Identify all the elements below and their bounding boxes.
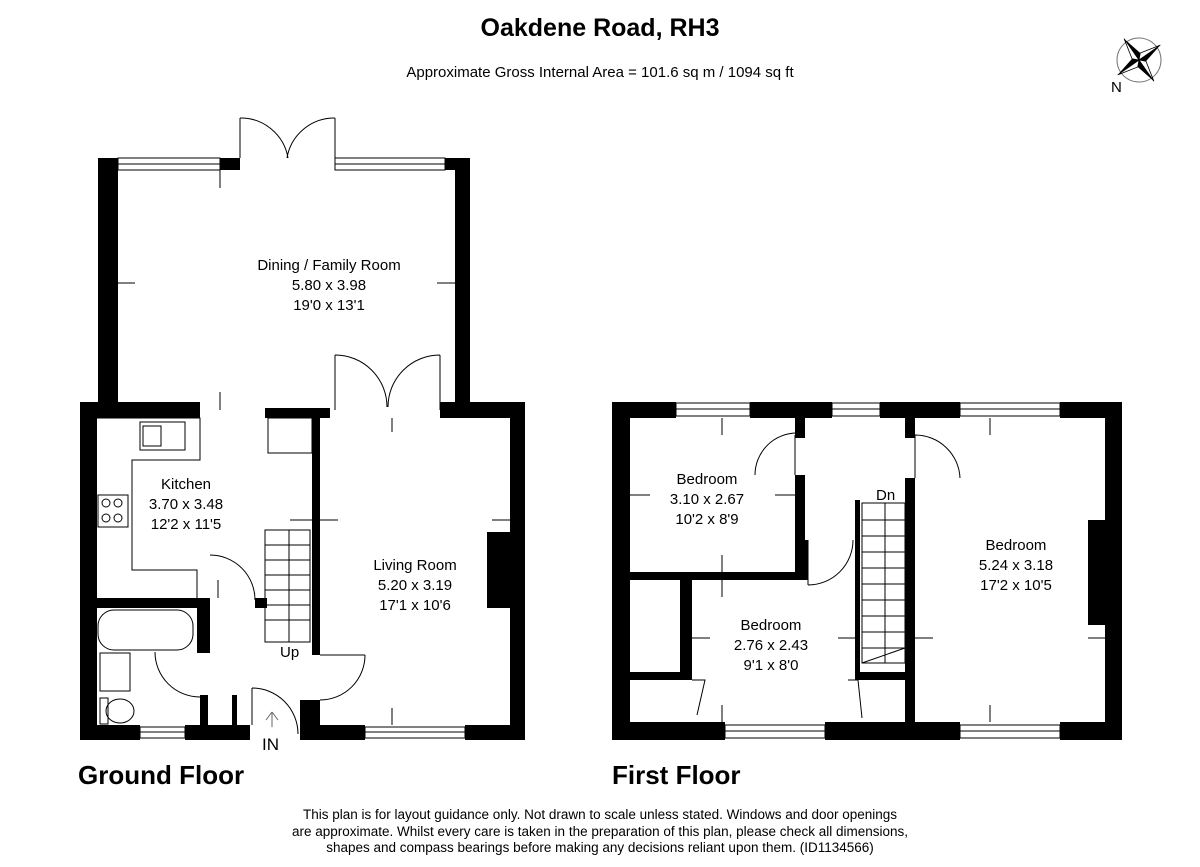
stairs-up-label: Up (280, 644, 300, 661)
page-title: Oakdene Road, RH3 (480, 14, 720, 42)
room-bedroom-2: Bedroom 2.76 x 2.43 9'1 x 8'0 (734, 616, 808, 676)
room-metric: 5.80 x 3.98 (291, 277, 367, 294)
compass-icon (1116, 37, 1162, 83)
entrance-label: IN (262, 735, 279, 754)
room-name: Bedroom (740, 617, 802, 634)
first-floor-label: First Floor (612, 760, 741, 790)
room-name: Bedroom (985, 537, 1047, 554)
first-floor-windows (675, 402, 1061, 739)
ground-floor-windows (117, 157, 466, 739)
room-name: Dining / Family Room (257, 257, 401, 274)
room-bedroom-1: Bedroom 3.10 x 2.67 10'2 x 8'9 (670, 470, 744, 530)
ground-floor-label: Ground Floor (78, 760, 245, 790)
compass-north-label: N (1111, 79, 1122, 96)
room-name: Kitchen (160, 476, 212, 493)
disclaimer: This plan is for layout guidance only. N… (0, 807, 1200, 857)
stairs-down-label: Dn (876, 487, 896, 504)
room-imperial: 12'2 x 11'5 (150, 516, 222, 533)
room-living: Living Room 5.20 x 3.19 17'1 x 10'6 (373, 556, 456, 616)
room-metric: 5.24 x 3.18 (978, 557, 1054, 574)
room-name: Living Room (373, 557, 457, 574)
room-imperial: 17'1 x 10'6 (379, 597, 451, 614)
gross-internal-area: Approximate Gross Internal Area = 101.6 … (406, 64, 794, 81)
room-bedroom-3: Bedroom 5.24 x 3.18 17'2 x 10'5 (979, 536, 1053, 596)
room-kitchen: Kitchen 3.70 x 3.48 12'2 x 11'5 (149, 475, 223, 535)
disclaimer-line: This plan is for layout guidance only. N… (302, 807, 898, 822)
ground-floor-walls (80, 158, 525, 740)
room-name: Bedroom (676, 471, 738, 488)
room-metric: 3.10 x 2.67 (669, 491, 745, 508)
dimension-arrows (118, 170, 1105, 725)
ground-floor-fixtures (97, 117, 441, 735)
room-dining-family: Dining / Family Room 5.80 x 3.98 19'0 x … (257, 256, 400, 316)
room-imperial: 17'2 x 10'5 (980, 577, 1052, 594)
disclaimer-line: are approximate. Whilst every care is ta… (291, 823, 909, 839)
room-imperial: 19'0 x 13'1 (293, 297, 365, 314)
room-metric: 3.70 x 3.48 (148, 496, 224, 513)
room-metric: 2.76 x 2.43 (733, 637, 809, 654)
first-floor-walls (612, 402, 1122, 740)
first-floor-fixtures (692, 432, 961, 719)
disclaimer-line: shapes and compass bearings before makin… (326, 840, 874, 855)
room-imperial: 9'1 x 8'0 (743, 657, 799, 674)
room-imperial: 10'2 x 8'9 (675, 511, 739, 528)
room-metric: 5.20 x 3.19 (377, 577, 453, 594)
